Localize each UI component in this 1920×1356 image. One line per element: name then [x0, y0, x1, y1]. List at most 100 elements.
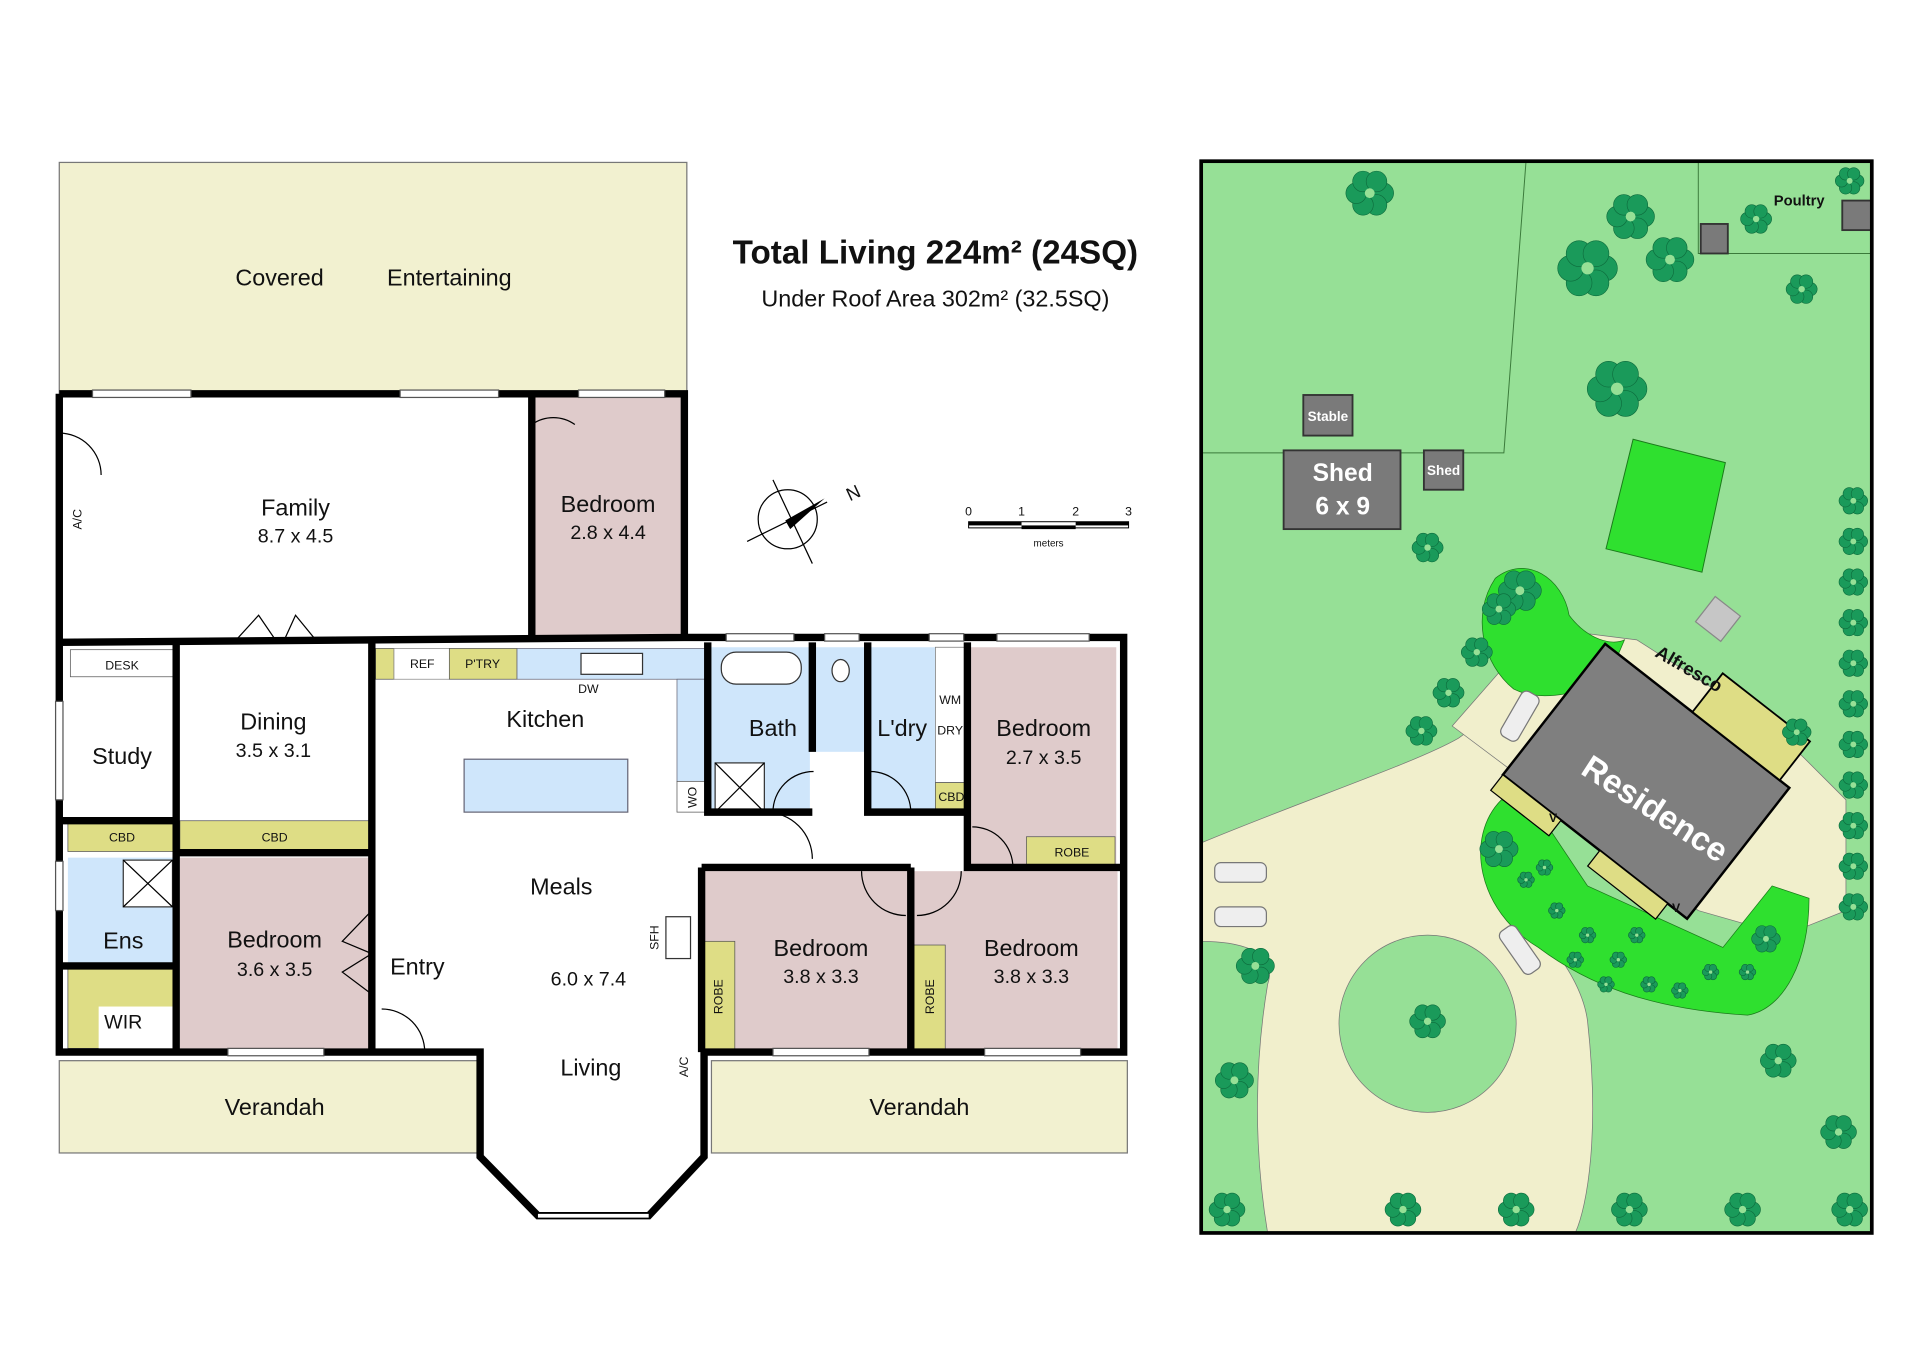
fireplace	[665, 916, 692, 960]
ac-living-label: A/C	[677, 1056, 691, 1077]
tree-icon	[1838, 893, 1868, 921]
verandah-v-label-1: V	[1549, 811, 1558, 825]
bedroom-top-room	[531, 393, 685, 638]
tree-icon	[1384, 1192, 1422, 1227]
living-label: Living	[560, 1054, 621, 1080]
poultry-shed-1	[1699, 223, 1729, 255]
dining-label: Dining	[240, 709, 306, 735]
laundry-room	[870, 647, 936, 813]
tree-icon	[1838, 568, 1868, 596]
robe-east-label: ROBE	[1055, 845, 1090, 859]
bedroom-master-size: 3.6 x 3.5	[237, 959, 313, 981]
robe-s2	[912, 944, 946, 1050]
tree-icon	[1831, 1192, 1868, 1227]
tree-icon	[1640, 976, 1658, 993]
family-room	[59, 393, 532, 640]
stable-label: Stable	[1308, 409, 1349, 424]
tree-icon	[1517, 871, 1535, 888]
shed-small-label: Shed	[1427, 463, 1460, 478]
tree-icon	[1597, 976, 1615, 993]
tree-icon	[1671, 982, 1689, 999]
tree-icon	[1701, 964, 1720, 981]
shed-large-size: 6 x 9	[1315, 493, 1370, 520]
dw-label: DW	[578, 682, 599, 696]
stable	[1302, 394, 1354, 437]
verandah-west	[58, 1060, 479, 1154]
robe-east	[1026, 836, 1116, 868]
bedroom-s1-size: 3.8 x 3.3	[783, 966, 859, 988]
robe-s1-label: ROBE	[712, 979, 726, 1014]
tree-icon	[1738, 964, 1757, 981]
tree-icon	[1838, 609, 1868, 637]
verandah-east	[710, 1060, 1128, 1154]
tree-icon	[1548, 902, 1566, 919]
wo-label: WO	[686, 787, 700, 808]
tree-icon	[1479, 831, 1519, 867]
bedroom-s2-size: 3.8 x 3.3	[994, 966, 1070, 988]
poultry-label: Poultry	[1774, 193, 1826, 209]
trees	[1208, 167, 1868, 1227]
tree-icon	[1645, 237, 1695, 282]
wir-label: WIR	[104, 1012, 142, 1034]
study-cbd-label: CBD	[109, 831, 135, 845]
fridge-space	[393, 648, 450, 680]
bedroom-s1-room	[701, 871, 909, 1050]
kitchen-label: Kitchen	[506, 706, 584, 732]
bedroom-master-room	[179, 857, 372, 1049]
dry-label: DRY	[937, 724, 963, 738]
tree-icon	[1481, 593, 1516, 625]
wm-label: WM	[939, 693, 961, 707]
bath-label: Bath	[749, 715, 797, 741]
scale-bar: 0 1 2 3 meters	[965, 505, 1132, 550]
tree-icon	[1497, 1192, 1535, 1227]
lawn-area	[1605, 438, 1726, 573]
tree-icon	[1838, 527, 1868, 555]
desk-label: DESK	[105, 658, 139, 672]
entry-label: Entry	[390, 954, 445, 980]
tree-icon	[1838, 487, 1868, 515]
ens-label: Ens	[103, 928, 143, 954]
tree-icon	[1740, 204, 1772, 234]
tree-icon	[1208, 1192, 1246, 1227]
poultry-shed-2	[1841, 199, 1872, 232]
verandah-west-label: Verandah	[225, 1094, 325, 1120]
tree-icon	[1724, 1192, 1761, 1227]
bedroom-top-size: 2.8 x 4.4	[570, 522, 646, 544]
floor-plan: Covered Entertaining	[54, 161, 1128, 1220]
laundry-cbd-label: CBD	[938, 790, 964, 804]
ref-label: REF	[410, 657, 435, 671]
tree-icon	[1628, 927, 1646, 944]
study-label: Study	[92, 743, 152, 769]
tree-icon	[1498, 570, 1542, 611]
tree-icon	[1838, 812, 1868, 840]
shed-small	[1422, 449, 1465, 491]
covered-label: Covered	[235, 264, 323, 290]
scale-tick-0: 0	[965, 505, 972, 519]
pantry-label: P'TRY	[465, 657, 500, 671]
compass-north-label: N	[843, 480, 864, 505]
scale-tick-2: 2	[1072, 505, 1079, 519]
tree-icon	[1432, 678, 1465, 708]
tree-icon	[1405, 716, 1438, 746]
total-living-title: Total Living 224m² (24SQ)	[733, 234, 1138, 271]
tree-icon	[1409, 1004, 1446, 1039]
robe-s2-label: ROBE	[923, 979, 937, 1014]
alfresco	[1691, 671, 1812, 782]
tree-icon	[1820, 1115, 1857, 1149]
tree-icon	[1609, 951, 1627, 968]
scale-unit: meters	[1034, 538, 1064, 549]
bedroom-master-label: Bedroom	[227, 926, 322, 952]
tree-icon	[1838, 771, 1868, 799]
robe-s1	[701, 940, 736, 1050]
entertaining-label: Entertaining	[387, 264, 512, 290]
covered-entertaining-area	[58, 161, 688, 395]
family-label: Family	[261, 495, 330, 521]
shed-large	[1282, 449, 1402, 531]
tree-icon	[1566, 951, 1584, 968]
residence-building	[1489, 642, 1812, 921]
bedroom-east-label: Bedroom	[996, 715, 1091, 741]
verandah-east-label: Verandah	[869, 1094, 969, 1120]
kitchen-island	[463, 758, 629, 813]
study-cbd	[67, 820, 177, 852]
